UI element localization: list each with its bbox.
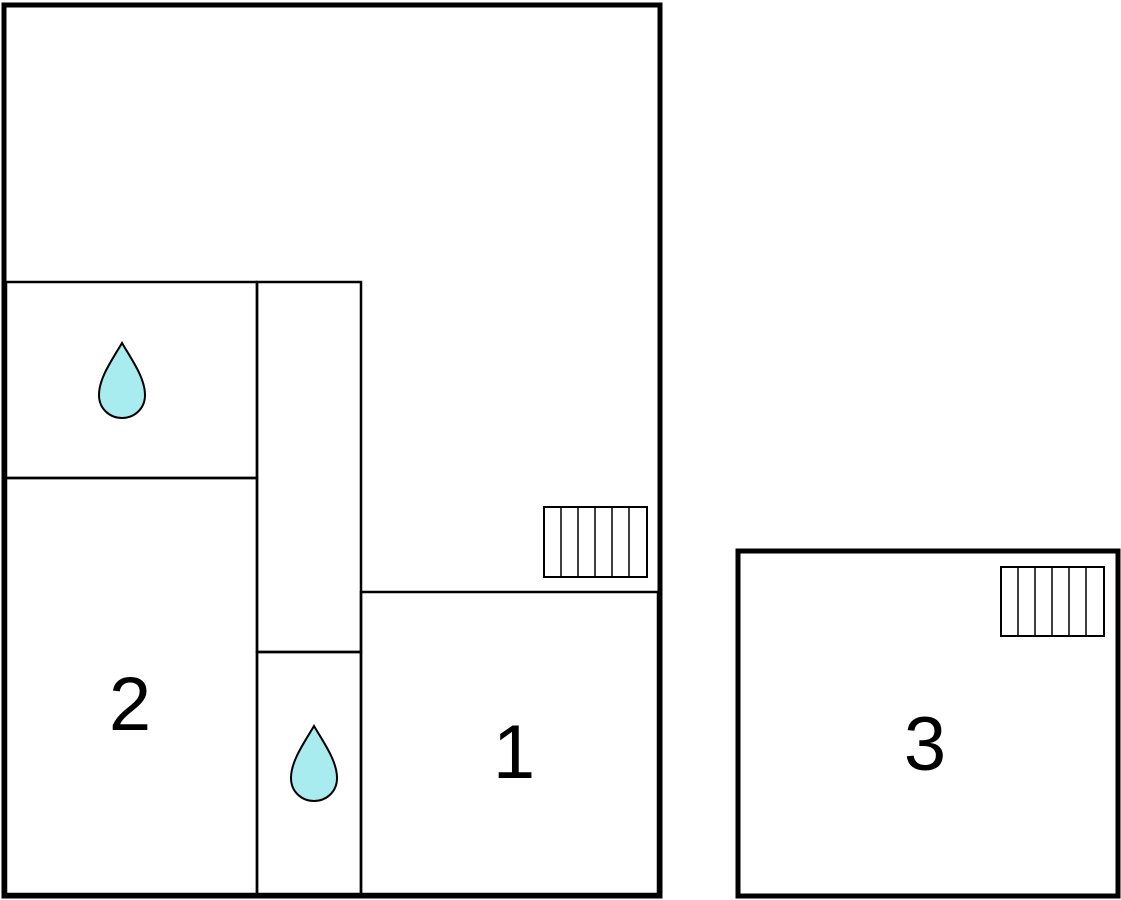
room-3	[735, 548, 1121, 899]
water-drop-icon	[289, 724, 339, 803]
room-1	[359, 590, 660, 896]
water-drop-icon	[97, 341, 147, 420]
stairs-icon	[1000, 566, 1105, 637]
stairs-icon	[543, 506, 648, 578]
hallway	[255, 280, 363, 654]
room-number-2: 2	[109, 662, 151, 747]
room-number-3: 3	[904, 702, 946, 787]
main-building-outline	[1, 2, 663, 899]
room-number-1: 1	[493, 710, 535, 795]
